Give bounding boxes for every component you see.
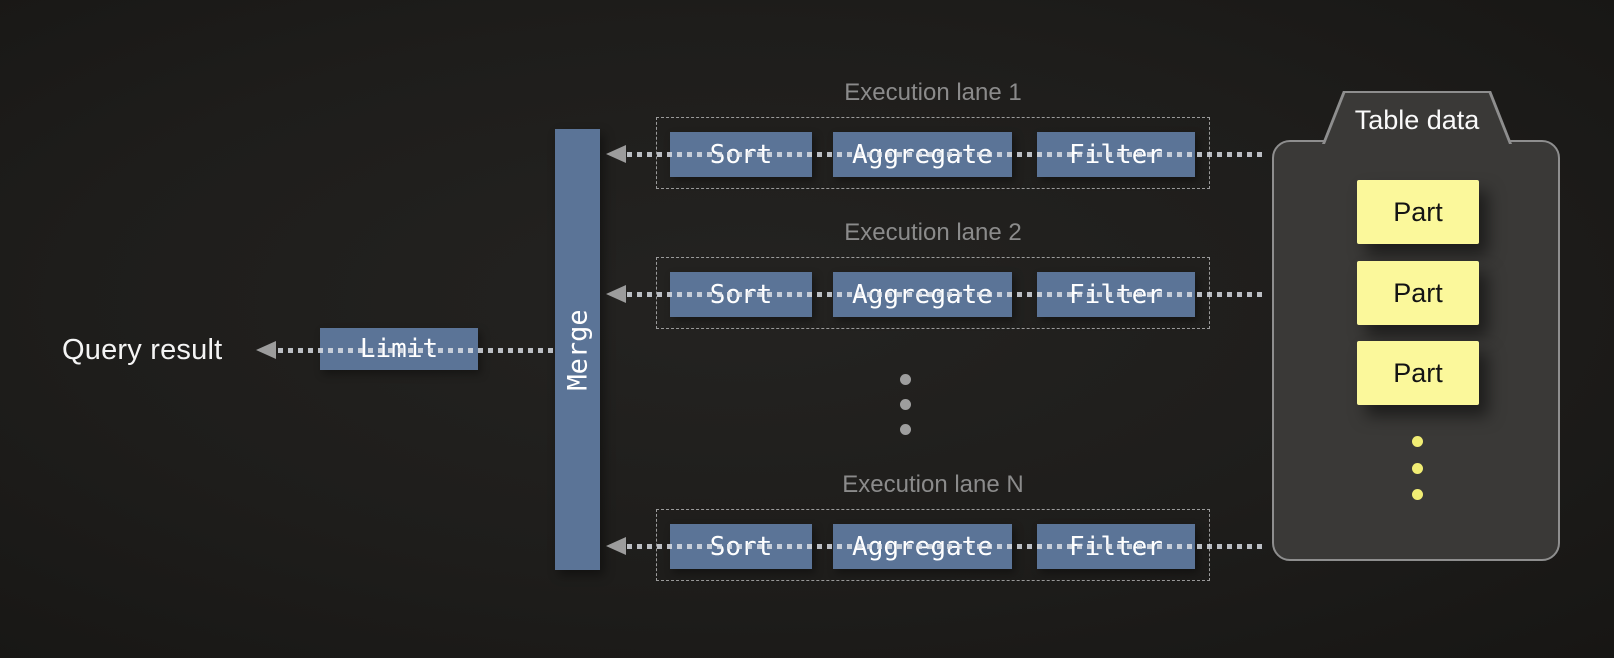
merge-operator-bar: Merge [555, 129, 600, 570]
parts-ellipsis-dot [1412, 436, 1423, 447]
table-part-label: Part [1393, 357, 1443, 388]
lanes-ellipsis-dot [900, 374, 911, 385]
table-data-tab: Table data [1322, 91, 1512, 144]
arrow-left-icon [606, 537, 626, 555]
dotted-flow-line-merge-to-result [268, 348, 555, 353]
table-data-label: Table data [1354, 105, 1480, 135]
table-part-box: Part [1357, 180, 1479, 244]
execution-lane-1: Execution lane 1 Sort Aggregate Filter [0, 79, 1614, 189]
parts-ellipsis-dot [1412, 463, 1423, 474]
table-data-tab-face: Table data [1325, 93, 1509, 144]
execution-lane-n: Execution lane N Sort Aggregate Filter [0, 471, 1614, 581]
table-part-label: Part [1393, 196, 1443, 227]
arrow-left-icon [606, 145, 626, 163]
execution-lane-2: Execution lane 2 Sort Aggregate Filter [0, 219, 1614, 329]
table-part-label: Part [1393, 277, 1443, 308]
arrow-left-icon [606, 285, 626, 303]
table-data-container: Part Part Part [1272, 140, 1560, 561]
table-part-box: Part [1357, 261, 1479, 325]
lane-2-label: Execution lane 2 [844, 219, 1022, 246]
lane-n-label: Execution lane N [842, 471, 1024, 498]
merge-operator-label: Merge [562, 308, 593, 391]
lanes-ellipsis-dot [900, 399, 911, 410]
dotted-flow-line-lane-n [627, 544, 1262, 549]
table-part-box: Part [1357, 341, 1479, 405]
dotted-flow-line-lane-2 [627, 292, 1262, 297]
lanes-ellipsis-dot [900, 424, 911, 435]
lane-1-label: Execution lane 1 [844, 79, 1022, 106]
dotted-flow-line-lane-1 [627, 152, 1262, 157]
arrow-left-icon [256, 341, 276, 359]
parts-ellipsis-dot [1412, 489, 1423, 500]
query-result-label: Query result [62, 334, 223, 366]
